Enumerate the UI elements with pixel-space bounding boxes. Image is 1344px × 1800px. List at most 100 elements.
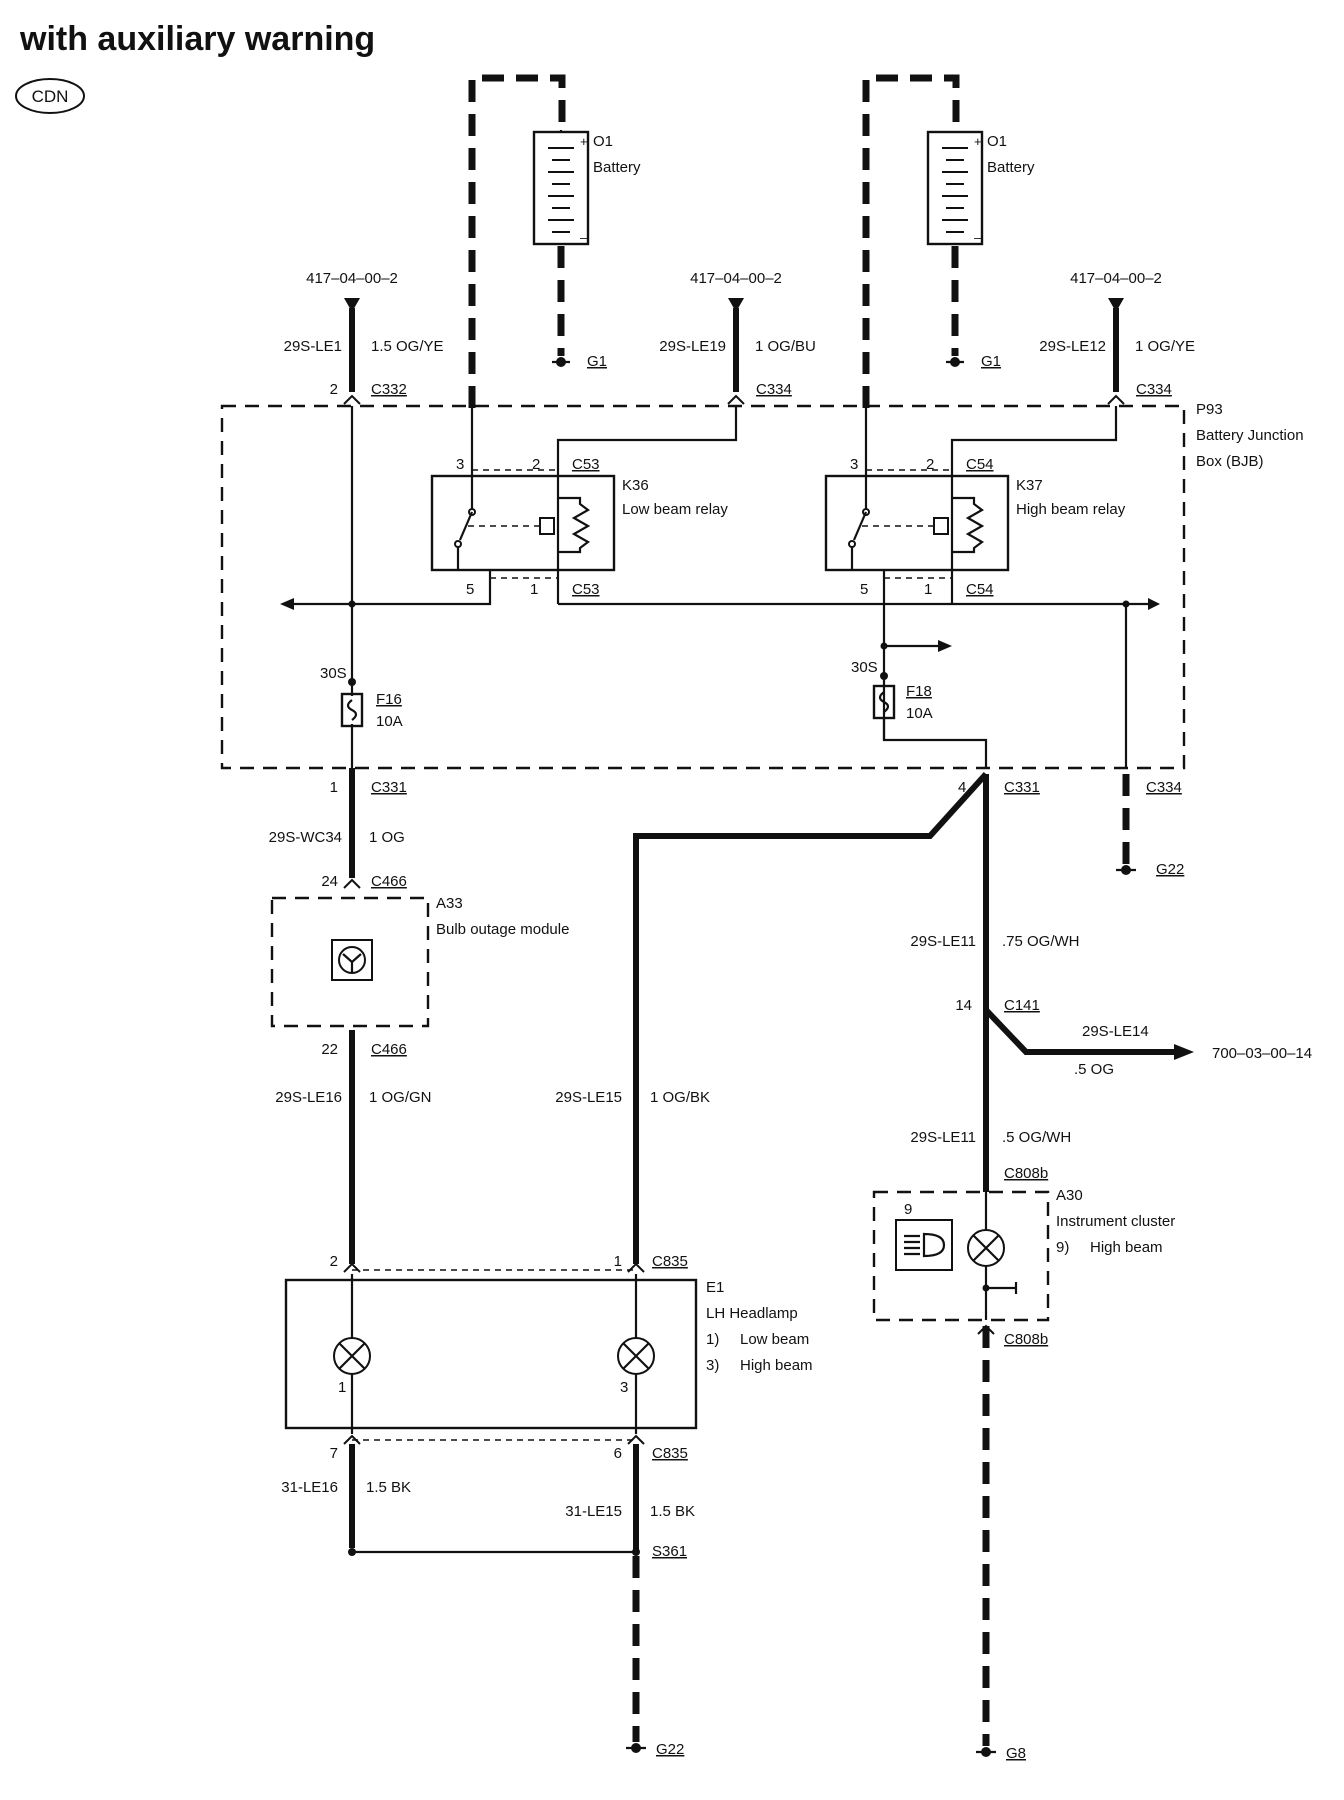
fuse-f18-rating: 10A: [906, 705, 933, 722]
connector-c331-a: C331: [371, 779, 407, 796]
pin-label: 3: [850, 456, 858, 473]
module-name: Bulb outage module: [436, 921, 569, 938]
wire-label-wc34: 29S-WC34: [269, 829, 342, 846]
ref-3: 417–04–00–2: [1070, 270, 1162, 287]
wire-spec-le11a: .75 OG/WH: [1002, 933, 1080, 950]
connector-c54-a: C54: [966, 456, 994, 473]
connector-c835-a: C835: [652, 1253, 688, 1270]
ref-out: 700–03–00–14: [1212, 1045, 1312, 1062]
fuse-f16: 30S F16 10A: [320, 665, 403, 768]
module-id: A33: [436, 895, 463, 912]
wire-label-le16: 29S-LE16: [275, 1089, 342, 1106]
battery-junction-box: P93 Battery Junction Box (BJB) 3 2 C53 K…: [220, 401, 1304, 770]
battery-2-id: O1: [987, 133, 1007, 150]
wire-label-le12: 29S-LE12: [1039, 338, 1106, 355]
pin-label: 1: [330, 779, 338, 796]
fuse-f16-bus: 30S: [320, 665, 347, 682]
wire-label-le11a: 29S-LE11: [910, 933, 976, 950]
diagram-title: with auxiliary warning: [19, 20, 375, 58]
pin-label: 24: [321, 873, 338, 890]
headlamp-name: LH Headlamp: [706, 1305, 798, 1322]
relay-k36: 3 2 C53 K36 Low beam relay 5 1 C53: [352, 406, 738, 606]
pin-label: 1: [924, 581, 932, 598]
battery-1-id: O1: [593, 133, 613, 150]
feed-le19: 417–04–00–2 29S-LE19 1 OG/BU C334: [659, 270, 816, 398]
pin-label: 4: [958, 779, 966, 796]
battery-2: + – O1 Battery G1: [862, 74, 1035, 408]
headlamp-item1-number: 1): [706, 1331, 719, 1348]
relay-k36-name: Low beam relay: [622, 501, 728, 518]
svg-text:–: –: [974, 230, 982, 245]
wire-label-g15: 31-LE15: [565, 1503, 622, 1520]
connector-c466-b: C466: [371, 1041, 407, 1058]
pin-label: 22: [321, 1041, 338, 1058]
splice-s361: S361: [652, 1543, 687, 1560]
connector-c53-b: C53: [572, 581, 600, 598]
ground-g8: G8: [1006, 1745, 1026, 1762]
pin-label: 5: [860, 581, 868, 598]
svg-text:+: +: [580, 134, 588, 149]
connector-c331-b: C331: [1004, 779, 1040, 796]
instrument-cluster: 9 A30 Instrument cluster 9) High beam: [872, 1187, 1175, 1322]
pin-label: 2: [926, 456, 934, 473]
wire-label-g16: 31-LE16: [281, 1479, 338, 1496]
pin-label: 9: [904, 1201, 912, 1218]
connector-c54-b: C54: [966, 581, 994, 598]
high-beam-icon: [922, 1232, 946, 1258]
pin-label: 1: [614, 1253, 622, 1270]
connector-c808b-b: C808b: [1004, 1331, 1048, 1348]
relay-k36-id: K36: [622, 477, 649, 494]
cluster-item-label: High beam: [1090, 1239, 1163, 1256]
pin-label: 2: [330, 381, 338, 398]
wire-spec-le19: 1 OG/BU: [755, 338, 816, 355]
headlamp-id: E1: [706, 1279, 724, 1296]
market-badge: [15, 78, 85, 114]
connector-c141: C141: [1004, 997, 1040, 1014]
pin-label: 7: [330, 1445, 338, 1462]
svg-text:+: +: [974, 134, 982, 149]
connector-c53-a: C53: [572, 456, 600, 473]
ref-2: 417–04–00–2: [690, 270, 782, 287]
fuse-f16-id: F16: [376, 691, 402, 708]
feed-le1: 417–04–00–2 29S-LE1 1.5 OG/YE 2 C332: [284, 270, 444, 398]
connector-c334-a: C334: [756, 381, 792, 398]
wire-spec-le11b: .5 OG/WH: [1002, 1129, 1071, 1146]
wire-spec-le16: 1 OG/GN: [369, 1089, 432, 1106]
pin-label: 2: [532, 456, 540, 473]
wire-spec-le12: 1 OG/YE: [1135, 338, 1195, 355]
wire-label-le14: 29S-LE14: [1082, 1023, 1149, 1040]
battery-2-name: Battery: [987, 159, 1035, 176]
headlamp-item3-number: 3): [706, 1357, 719, 1374]
wire-spec-g16: 1.5 BK: [366, 1479, 411, 1496]
headlamp-item3-label: High beam: [740, 1357, 813, 1374]
cluster-name: Instrument cluster: [1056, 1213, 1175, 1230]
ref-1: 417–04–00–2: [306, 270, 398, 287]
wire-spec-le1: 1.5 OG/YE: [371, 338, 444, 355]
feed-le12: 417–04–00–2 29S-LE12 1 OG/YE C334: [1039, 270, 1195, 398]
lamp-pin-label: 1: [338, 1379, 346, 1396]
pin-label: 3: [456, 456, 464, 473]
pin-label: 2: [330, 1253, 338, 1270]
connector-c334-c: C334: [1146, 779, 1182, 796]
headlamp-item1-label: Low beam: [740, 1331, 809, 1348]
lamp-pin-label: 3: [620, 1379, 628, 1396]
fuse-f18-id: F18: [906, 683, 932, 700]
connector-c808b-a: C808b: [1004, 1165, 1048, 1182]
pin-label: 14: [955, 997, 972, 1014]
bulb-outage-module: A33 Bulb outage module: [270, 895, 569, 1028]
wire-label-le15: 29S-LE15: [555, 1089, 622, 1106]
wire-spec-wc34: 1 OG: [369, 829, 405, 846]
battery-1-name: Battery: [593, 159, 641, 176]
market-badge-label: CDN: [32, 87, 69, 106]
fuse-f18: 30S F18 10A: [851, 659, 988, 768]
connector-c334-b: C334: [1136, 381, 1172, 398]
wire-spec-le14: .5 OG: [1074, 1061, 1114, 1078]
wire-label-le19: 29S-LE19: [659, 338, 726, 355]
cluster-item-number: 9): [1056, 1239, 1069, 1256]
wire-spec-g15: 1.5 BK: [650, 1503, 695, 1520]
lh-headlamp: 2 1 C835 1 3 E1 LH Headlamp 1) Low beam …: [284, 1253, 813, 1462]
ground-g22-a: G22: [1156, 861, 1184, 878]
bjb-name-2: Box (BJB): [1196, 453, 1264, 470]
bjb-id: P93: [1196, 401, 1223, 418]
battery-1-ground: G1: [587, 353, 607, 370]
